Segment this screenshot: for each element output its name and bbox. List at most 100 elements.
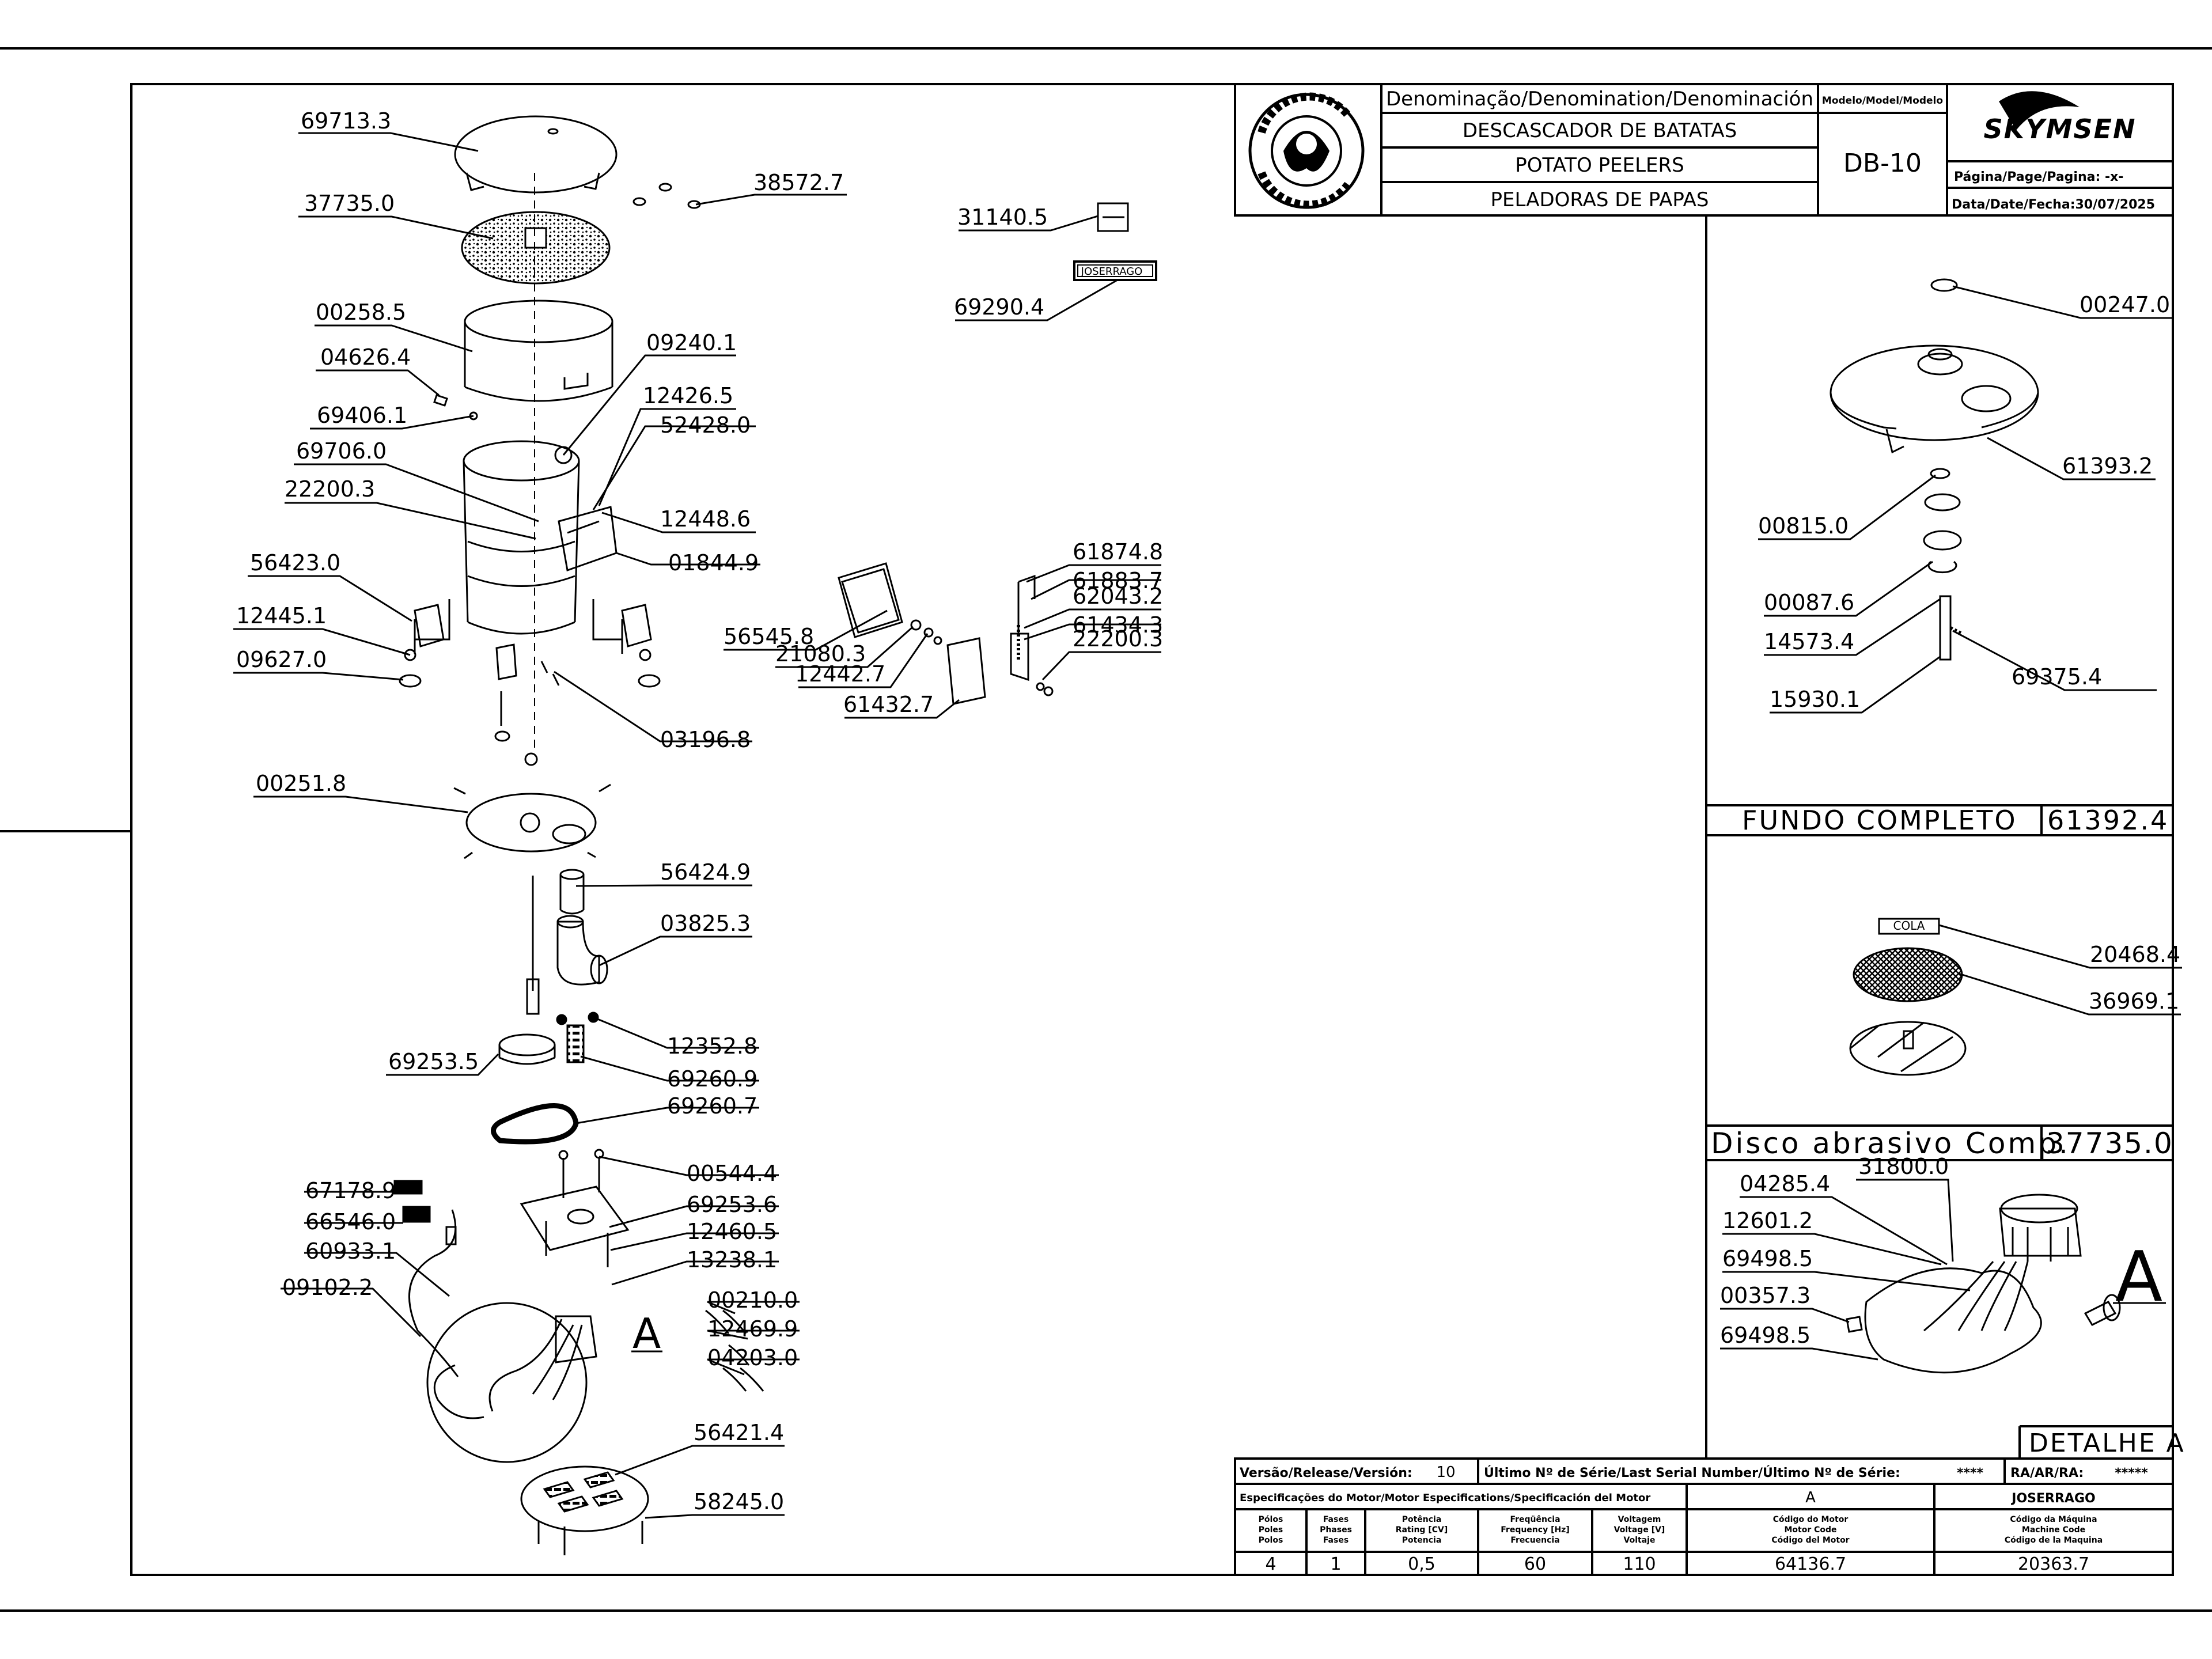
detail-panels-frame xyxy=(1705,215,2173,1459)
part-label: 56424.9 xyxy=(660,859,751,885)
part-label: 69260.9 xyxy=(667,1066,757,1092)
name-portuguese: DESCASCADOR DE BATATAS xyxy=(1463,119,1737,142)
disc-caption: Disco abrasivo Comp. xyxy=(1711,1127,2070,1160)
model-label: Modelo/Model/Modelo xyxy=(1822,95,1943,107)
part-label: 62043.2 xyxy=(1073,584,1163,609)
part-label: 69260.7 xyxy=(667,1093,757,1119)
left-part-labels: 69713.3 37735.0 38572.7 00258.5 04626.4 … xyxy=(236,108,844,1514)
part-label: 37735.0 xyxy=(304,191,395,216)
title-block: Denominação/Denomination/Denominación DE… xyxy=(1234,83,2174,217)
part-label: 04626.4 xyxy=(320,344,411,370)
part-label: 12469.9 xyxy=(707,1316,798,1342)
serial-label: Último Nº de Série/Last Serial Number/Úl… xyxy=(1484,1465,1900,1480)
part-label: 22200.3 xyxy=(1073,626,1163,652)
part-label: 69498.5 xyxy=(1720,1323,1810,1348)
detail-a-letter: A xyxy=(2113,1237,2166,1317)
detail-a-labels: 04285.4 31800.0 12601.2 69498.5 00357.3 … xyxy=(1720,1154,2186,1458)
skymsen-logo: SKYMSEN xyxy=(1984,91,2137,145)
part-label: 56421.4 xyxy=(694,1420,784,1445)
svg-text:0,5: 0,5 xyxy=(1408,1554,1435,1574)
svg-text:Potencia: Potencia xyxy=(1402,1536,1442,1545)
svg-text:60: 60 xyxy=(1524,1554,1546,1574)
part-label: 61874.8 xyxy=(1073,539,1163,565)
svg-text:Fases: Fases xyxy=(1323,1515,1349,1524)
svg-text:Código del Motor: Código del Motor xyxy=(1771,1536,1849,1545)
spec-header-row: Pólos Poles Polos Fases Phases Fases Pot… xyxy=(1259,1515,2103,1545)
svg-text:SKYMSEN: SKYMSEN xyxy=(1984,113,2137,145)
exploded-view-main xyxy=(393,115,764,1555)
part-label: 03196.8 xyxy=(660,727,751,752)
model-value: DB-10 xyxy=(1843,149,1922,178)
svg-text:Voltagem: Voltagem xyxy=(1618,1515,1661,1524)
fundo-completo-caption: FUNDO COMPLETO xyxy=(1742,805,2017,836)
part-label: 12426.5 xyxy=(643,383,733,408)
part-label: 00815.0 xyxy=(1758,513,1849,539)
part-label: 04203.0 xyxy=(707,1345,798,1370)
part-label: 31800.0 xyxy=(1858,1154,1949,1179)
name-spanish: PELADORAS DE PAPAS xyxy=(1490,188,1709,211)
svg-text:Fases: Fases xyxy=(1323,1536,1349,1545)
detalhe-a-caption: DETALHE A xyxy=(2029,1429,2186,1458)
svg-text:Poles: Poles xyxy=(1259,1525,1283,1535)
part-label: 56423.0 xyxy=(250,550,340,575)
part-label: 00247.0 xyxy=(2080,292,2170,317)
part-label: 00544.4 xyxy=(687,1161,777,1186)
svg-text:Voltage [V]: Voltage [V] xyxy=(1614,1525,1665,1535)
part-label: 12352.8 xyxy=(667,1033,757,1059)
detail-a-marker: A xyxy=(631,1309,662,1358)
part-label: 60933.1 xyxy=(305,1238,396,1264)
exploded-view-middle xyxy=(838,202,1129,705)
release-value: 10 xyxy=(1436,1464,1455,1481)
name-english: POTATO PEELERS xyxy=(1515,154,1684,177)
part-label: 61432.7 xyxy=(843,692,934,717)
svg-text:4: 4 xyxy=(1265,1554,1276,1574)
svg-text:Machine Code: Machine Code xyxy=(2022,1525,2085,1535)
part-label: 12442.7 xyxy=(795,661,885,687)
svg-text:Motor Code: Motor Code xyxy=(1784,1525,1836,1535)
fundo-completo-code: 61392.4 xyxy=(2047,805,2169,836)
part-label: 61434.3 xyxy=(1073,612,1163,638)
part-label: 52428.0 xyxy=(660,412,751,438)
ra-label: RA/AR/RA: xyxy=(2010,1466,2084,1480)
part-label: 03825.3 xyxy=(660,911,751,936)
part-label: 69375.4 xyxy=(2012,664,2102,690)
part-label: 66546.0 xyxy=(305,1209,396,1234)
part-label: 12460.5 xyxy=(687,1219,777,1244)
date-label: Data/Date/Fecha:30/07/2025 xyxy=(1952,198,2155,212)
svg-text:Frecuencia: Frecuencia xyxy=(1510,1536,1559,1545)
part-label: 56545.8 xyxy=(724,624,814,649)
leader-lines xyxy=(233,132,2182,1519)
part-label: 01844.9 xyxy=(668,550,759,575)
detail-bottom-drawing xyxy=(1830,278,2039,661)
detail-disc-labels: COLA 20468.4 36969.1 Disco abrasivo Comp… xyxy=(1711,919,2180,1160)
svg-text:Voltaje: Voltaje xyxy=(1624,1536,1656,1545)
part-label: 61883.7 xyxy=(1073,568,1163,593)
part-label: 69253.6 xyxy=(687,1192,777,1217)
svg-text:Frequency [Hz]: Frequency [Hz] xyxy=(1501,1525,1569,1535)
part-label: 00251.8 xyxy=(256,771,346,796)
detail-disc-drawing xyxy=(1849,918,1967,1076)
part-label: 12445.1 xyxy=(236,603,327,628)
svg-text:A: A xyxy=(632,1309,661,1358)
svg-text:Rating [CV]: Rating [CV] xyxy=(1396,1525,1448,1535)
disc-code: 37735.0 xyxy=(2046,1127,2173,1160)
part-label: 58245.0 xyxy=(694,1489,784,1514)
part-label: 13238.1 xyxy=(687,1247,777,1272)
serial-value: **** xyxy=(1957,1466,1984,1480)
part-label: 69290.4 xyxy=(954,294,1044,320)
motor-spec-label: Especificações do Motor/Motor Especifica… xyxy=(1240,1492,1650,1504)
motor-letter: A xyxy=(1805,1489,1816,1506)
part-label: 00210.0 xyxy=(707,1287,798,1313)
part-label: 14573.4 xyxy=(1764,629,1854,654)
page-label: Página/Page/Pagina: -x- xyxy=(1954,170,2123,184)
part-label: 61393.2 xyxy=(2062,453,2153,479)
part-label: 09102.2 xyxy=(282,1275,373,1300)
svg-text:Código da Máquina: Código da Máquina xyxy=(2010,1515,2097,1524)
detail-a-drawing xyxy=(1846,1194,2121,1374)
part-label: 00258.5 xyxy=(316,300,406,325)
svg-text:Código de la Maquina: Código de la Maquina xyxy=(2005,1536,2103,1545)
joserrago-sticker: JOSERRAGO xyxy=(1073,260,1157,281)
svg-text:110: 110 xyxy=(1623,1554,1656,1574)
part-label: 31140.5 xyxy=(957,204,1048,230)
part-label: 69713.3 xyxy=(301,108,391,134)
